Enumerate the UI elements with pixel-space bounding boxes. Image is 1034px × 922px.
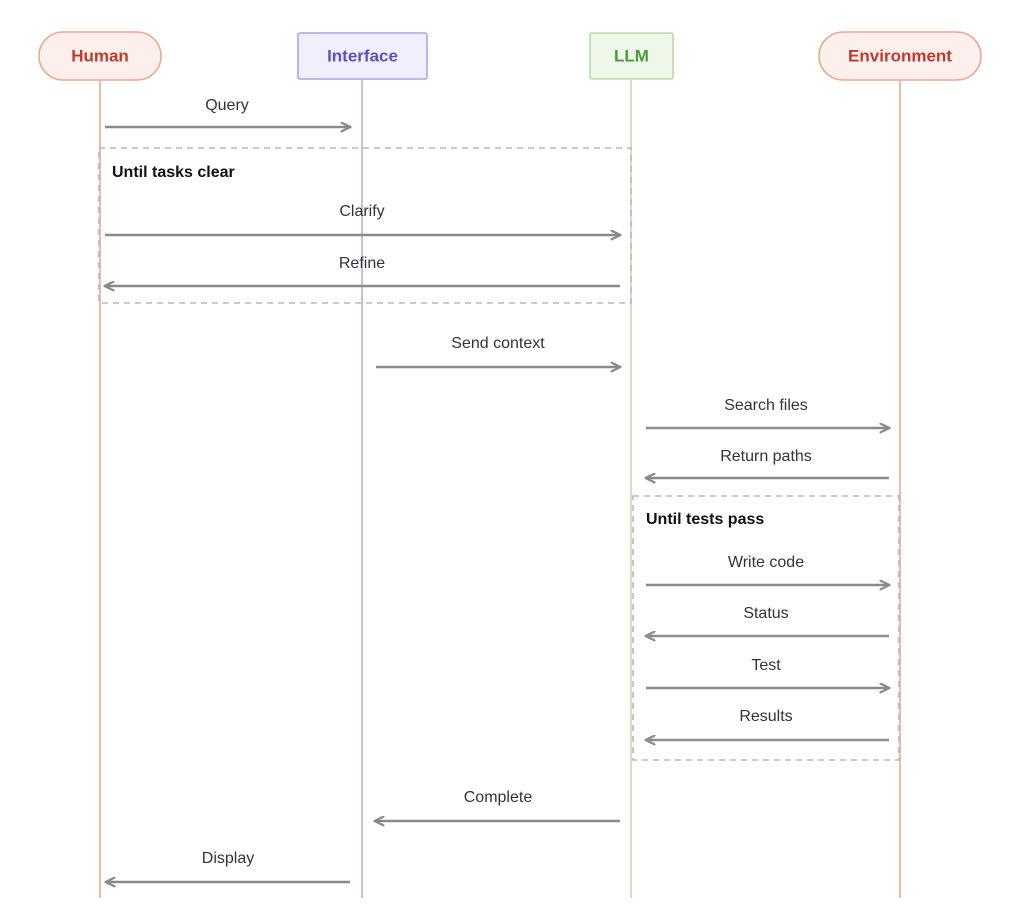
msg-refine-label: Refine [339,255,385,272]
actor-human-box[interactable] [38,31,162,81]
msg-return-paths: Return paths [646,448,889,478]
actor-interface[interactable]: Interface [297,32,428,80]
msg-query: Query [105,97,350,127]
msg-search-files-label: Search files [724,397,808,414]
actor-human-label: Human [71,46,129,65]
msg-return-paths-label: Return paths [720,448,812,465]
msg-clarify: Clarify [105,203,620,235]
msg-status: Status [646,605,889,636]
msg-results: Results [646,708,889,740]
actor-llm-label: LLM [614,46,649,65]
loop-tasks-clear-label: Until tasks clear [112,164,235,181]
msg-complete: Complete [375,789,620,821]
actor-boxes-layer: Human Interface LLM Environment [38,31,982,81]
msg-clarify-label: Clarify [339,203,384,220]
actor-environment[interactable]: Environment [818,31,982,81]
msg-query-label: Query [205,97,249,114]
msg-write-code-label: Write code [728,554,804,571]
msg-status-label: Status [743,605,788,622]
msg-write-code: Write code [646,554,889,585]
msg-results-label: Results [739,708,792,725]
msg-send-context-label: Send context [451,335,545,352]
msg-test: Test [646,657,889,688]
actor-llm[interactable]: LLM [589,32,674,80]
loop-tests-pass-label: Until tests pass [646,511,764,528]
msg-search-files: Search files [646,397,889,428]
loop-tests-pass: Until tests pass [632,495,900,761]
lifelines-layer [99,80,901,898]
msg-display-label: Display [202,850,254,867]
actor-llm-box[interactable] [589,32,674,80]
msg-test-label: Test [751,657,781,674]
msg-complete-label: Complete [464,789,533,806]
loop-tasks-clear: Until tasks clear [98,147,632,304]
actor-interface-box[interactable] [297,32,428,80]
actor-environment-box[interactable] [818,31,982,81]
msg-refine: Refine [105,255,620,286]
actor-human[interactable]: Human [38,31,162,81]
msg-display: Display [106,850,350,882]
actor-interface-label: Interface [327,46,398,65]
msg-send-context: Send context [376,335,620,367]
actor-environment-label: Environment [848,46,952,65]
